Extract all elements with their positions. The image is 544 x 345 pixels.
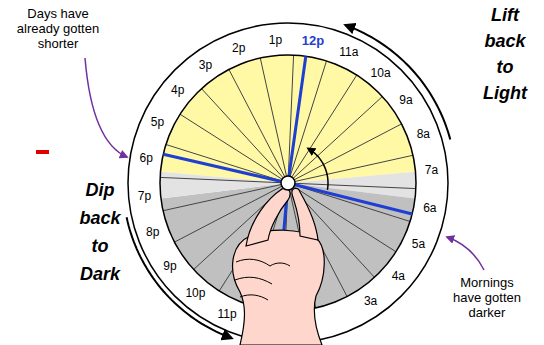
- hour-label: 5a: [412, 237, 425, 251]
- hand-crease: [240, 295, 268, 300]
- dial-sector: [160, 55, 415, 183]
- hand-crease: [270, 263, 290, 266]
- hour-label: 8p: [146, 225, 159, 239]
- red-dash: [36, 150, 49, 154]
- hour-divider: [288, 155, 413, 183]
- callout-text: Dip back to Dark: [73, 176, 127, 288]
- hand-crease: [236, 259, 270, 266]
- hour-label: 9p: [163, 259, 176, 273]
- rotation-arrow: [308, 148, 328, 190]
- hand-fist: [233, 230, 325, 345]
- pivot-knob: [281, 176, 295, 190]
- hour-label: 2p: [232, 41, 245, 55]
- leader-arrow: [85, 58, 127, 157]
- hour-label: 11p: [218, 307, 237, 321]
- hour-divider: [229, 69, 288, 183]
- hour-label: 7p: [138, 189, 151, 203]
- hour-label: 10a: [371, 66, 391, 80]
- hour-divider: [288, 97, 382, 183]
- hour-divider: [202, 89, 288, 183]
- dial-sector: [160, 172, 288, 199]
- hour-divider: [260, 58, 288, 183]
- hour-label: 6a: [423, 201, 436, 215]
- hour-label: 7a: [425, 163, 438, 177]
- hour-label: 10p: [185, 286, 205, 300]
- dip-arrow: [127, 217, 232, 338]
- blue-hand: [163, 154, 288, 183]
- callout-text: Days have already gotten shorter: [6, 6, 110, 51]
- hour-label: 11a: [339, 45, 358, 59]
- hour-label: 4p: [171, 83, 184, 97]
- hour-label: 9a: [399, 93, 412, 107]
- hour-label: 6p: [140, 151, 153, 165]
- leader-arrow: [447, 237, 484, 270]
- hand-thumb: [292, 188, 318, 240]
- hour-label: 3a: [364, 294, 377, 308]
- hand-crease: [235, 277, 272, 284]
- lift-arrow: [345, 25, 450, 139]
- hour-label: 3p: [199, 58, 212, 72]
- hour-label: 1p: [269, 33, 282, 47]
- hour-label: 5p: [151, 115, 164, 129]
- hand-finger: [246, 188, 290, 246]
- hour-label: 12p: [302, 34, 324, 48]
- callout-text: Lift back to Light: [478, 2, 532, 106]
- hour-label: 4a: [392, 269, 405, 283]
- blue-hand: [288, 56, 306, 183]
- hour-divider: [288, 124, 402, 183]
- hour-label: 8a: [417, 127, 430, 141]
- callout-text: Mornings have gotten darker: [445, 275, 529, 320]
